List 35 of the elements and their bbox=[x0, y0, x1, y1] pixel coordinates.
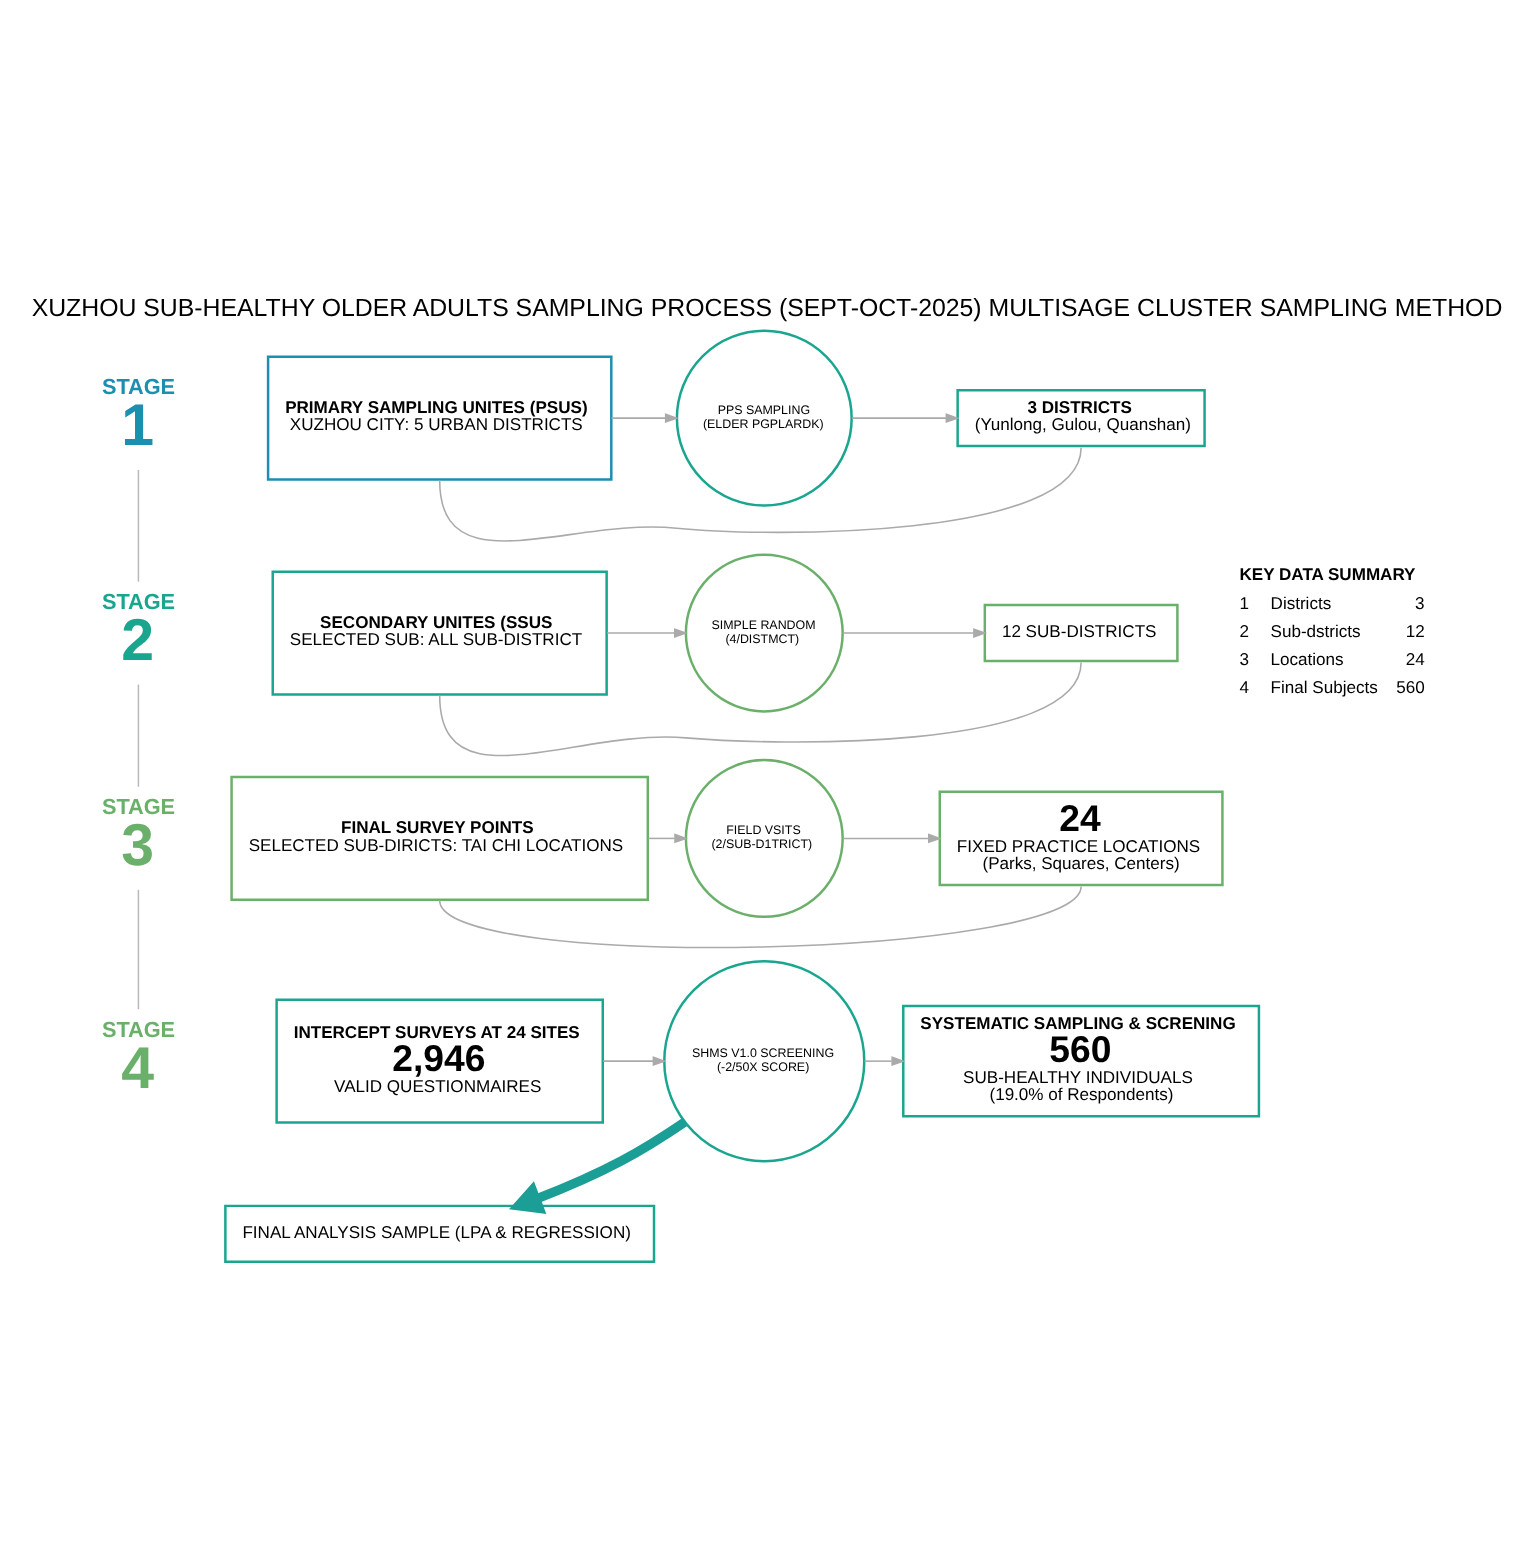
label: 24 bbox=[1405, 648, 1425, 669]
label: KEY DATA SUMMARY bbox=[1239, 562, 1416, 583]
label: Districts bbox=[1270, 592, 1332, 613]
arrow bbox=[863, 1055, 906, 1066]
connector bbox=[438, 884, 1082, 948]
arrow bbox=[647, 832, 689, 843]
arrow bbox=[851, 412, 960, 423]
node-box: FINAL SURVEY POINTS SELECTED SUB-DIRICTS: TAI CHI LOCATIONS bbox=[230, 774, 650, 900]
label: 2 bbox=[1239, 620, 1250, 641]
label: 3 bbox=[1239, 648, 1250, 669]
arrow bbox=[509, 1117, 688, 1213]
arrow bbox=[606, 627, 688, 637]
node-box: 24 FIXED PRACTICE LOCATIONS (Parks, Squares, Centers) bbox=[938, 789, 1224, 886]
arrow bbox=[842, 832, 942, 843]
node-box: FINAL ANALYSIS SAMPLE (LPA & REGRESSION) bbox=[224, 1203, 656, 1263]
arrow bbox=[610, 412, 679, 423]
arrow bbox=[602, 1055, 667, 1066]
node-box: 3 DISTRICTS (Yunlong, Gulou, Quanshan) bbox=[956, 387, 1206, 447]
label: 560 bbox=[1396, 676, 1425, 697]
node-box: INTERCEPT SURVEYS AT 24 SITES 2,946 VALID QUESTIONMAIRES bbox=[275, 997, 604, 1123]
label: 4 bbox=[1239, 676, 1250, 697]
connector bbox=[438, 445, 1082, 541]
label: Locations bbox=[1270, 648, 1344, 669]
diagram-title: XUZHOU SUB-HEALTHY OLDER ADULTS SAMPLING PROCESS (SEPT-OCT-2025) MULTISAGE CLUSTER SAMPLING METHOD bbox=[31, 293, 1503, 322]
label: 3 bbox=[1415, 592, 1425, 613]
node-box: SECONDARY UNITES (SSUS SELECTED SUB: ALL SUB-DISTRICT bbox=[271, 569, 608, 695]
label: 12 bbox=[1405, 620, 1425, 641]
label: Sub-dstricts bbox=[1270, 620, 1361, 641]
label: 1 bbox=[1239, 592, 1250, 613]
label: Final Subjects bbox=[1270, 676, 1378, 697]
node-box: 12 SUB-DISTRICTS bbox=[983, 602, 1179, 662]
node-box: PRIMARY SAMPLING UNITES (PSUS) XUZHOU CITY: 5 URBAN DISTRICTS bbox=[266, 354, 613, 480]
node-box: SYSTEMATIC SAMPLING & SCRENING 560 SUB-HEALTHY INDIVIDUALS (19.0% of Respondents) bbox=[902, 1003, 1261, 1117]
arrow bbox=[842, 627, 988, 637]
connector bbox=[438, 660, 1082, 756]
